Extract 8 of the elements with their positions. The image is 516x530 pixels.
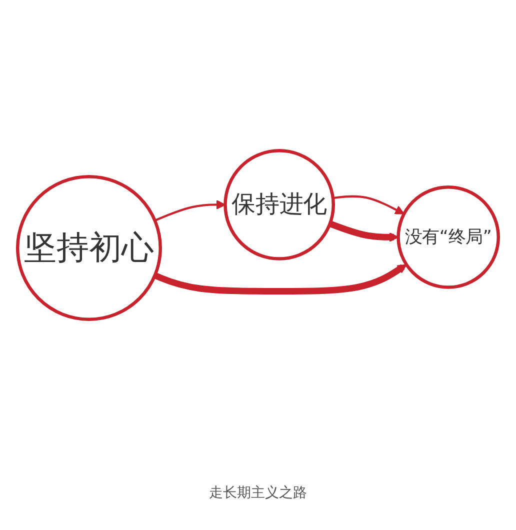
arrow (332, 195, 404, 214)
arrow (154, 200, 226, 222)
arrow (328, 220, 399, 242)
node-circle: 保持进化 (224, 149, 335, 260)
arrow (154, 264, 407, 294)
caption: 走长期主义之路 (209, 484, 307, 502)
node-circle: 坚持初心 (16, 174, 162, 321)
node-circle: 没有“终局” (396, 185, 500, 289)
